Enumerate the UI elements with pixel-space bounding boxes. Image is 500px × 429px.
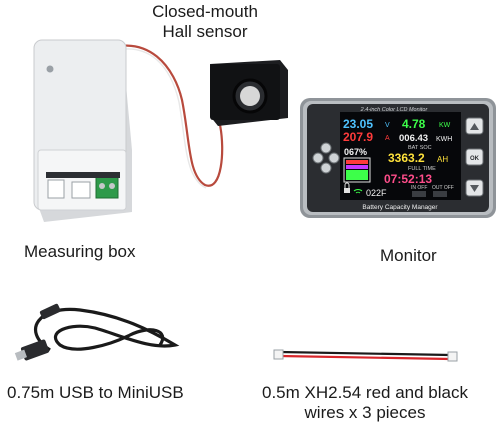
capacity-value: 3363.2 (388, 151, 425, 165)
left-button[interactable] (312, 152, 324, 164)
up-arrow-button[interactable] (465, 117, 484, 135)
white-connector-left (47, 179, 65, 199)
monitor-footer-text: Battery Capacity Manager (362, 204, 438, 211)
in-status-indicator (412, 191, 426, 197)
out-status-indicator (433, 191, 447, 197)
hall-sensor-caption-line2: Hall sensor (162, 22, 248, 41)
usb-a-plug (20, 339, 50, 361)
voltage-value: 23.05 (343, 117, 373, 131)
usb-cable-caption: 0.75m USB to MiniUSB (7, 383, 184, 402)
xh254-wires (273, 349, 458, 362)
wires-caption-line1: 0.5m XH2.54 red and black (261, 383, 468, 402)
temperature-value: 022F (366, 188, 387, 198)
bat-soc-label: BAT SOC (408, 145, 432, 151)
monitor-caption: Monitor (380, 246, 437, 265)
full-time-label: FULL TIME (408, 166, 436, 172)
down-arrow-button[interactable] (465, 179, 484, 197)
time-value: 07:52:13 (384, 172, 432, 186)
down-button[interactable] (320, 162, 332, 174)
hall-sensor-caption-line1: Closed-mouth (152, 2, 258, 21)
wire-connector-left (273, 349, 284, 360)
measuring-box (33, 39, 132, 222)
ok-button[interactable] (465, 148, 484, 166)
right-button[interactable] (328, 152, 340, 164)
wire-connector-right (447, 351, 458, 362)
green-terminal-block (95, 175, 119, 199)
current-value: 207.9 (343, 130, 373, 144)
lock-icon (344, 188, 350, 193)
mini-usb-plug (39, 303, 61, 320)
up-button[interactable] (320, 142, 332, 154)
usb-cable (14, 303, 180, 361)
power-unit: KW (439, 122, 451, 129)
lcd-screen: 23.05 V 4.78 KW 207.9 A 006.43 KWH BAT S… (340, 112, 461, 200)
wires-caption: 0.5m XH2.54 red and black wires x 3 piec… (246, 383, 484, 423)
battery-bar-outline (343, 157, 371, 183)
battery-soc-fill (346, 170, 368, 180)
white-connector-right (71, 181, 91, 199)
monitor-header-text: 2.4-inch Color LCD Monitor (360, 107, 429, 113)
monitor-device: 2.4-inch Color LCD Monitor Battery Capac… (300, 98, 496, 218)
measuring-box-caption: Measuring box (24, 242, 136, 261)
soc-percent: 067% (344, 147, 367, 157)
in-off-label: IN OFF (411, 185, 427, 191)
out-off-label: OUT OFF (432, 185, 454, 191)
capacity-unit: AH (437, 155, 448, 164)
hall-sensor-caption: Closed-mouth Hall sensor (140, 2, 270, 42)
wires-caption-line2: wires x 3 pieces (304, 403, 426, 422)
hall-sensor-aperture (232, 78, 268, 114)
current-unit: A (385, 135, 390, 142)
indicator-led (46, 65, 54, 73)
power-value: 4.78 (402, 117, 426, 131)
voltage-unit: V (385, 122, 390, 129)
sensor-cable (97, 44, 224, 187)
energy-value: 006.43 (399, 133, 428, 144)
wifi-icon (353, 189, 363, 194)
hall-sensor (210, 60, 288, 126)
energy-unit: KWH (436, 136, 452, 143)
